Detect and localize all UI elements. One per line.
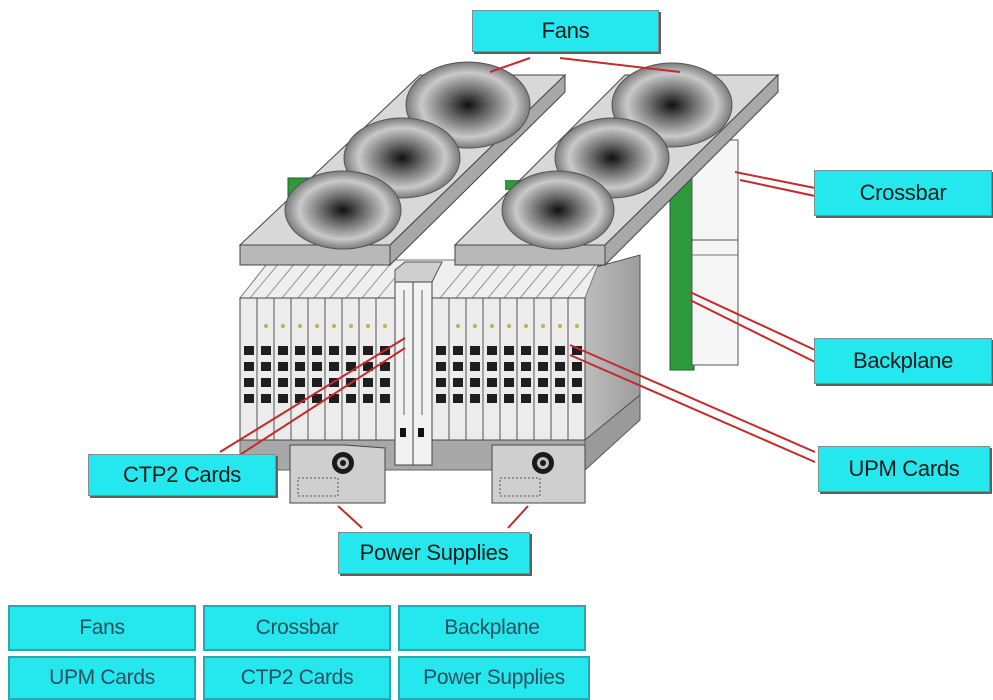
upm-cards-right-bank [431, 297, 586, 441]
callout-backplane[interactable]: Backplane [814, 338, 992, 384]
callout-power-supplies[interactable]: Power Supplies [338, 532, 530, 574]
callout-upm-cards[interactable]: UPM Cards [818, 446, 990, 492]
tile-ctp2-cards[interactable]: CTP2 Cards [203, 656, 391, 700]
crossbar-modules [691, 139, 739, 366]
tile-fans[interactable]: Fans [8, 605, 196, 651]
fan-tray-left [238, 61, 567, 267]
ctp2-cards [394, 261, 443, 466]
fan-tray-right [453, 62, 780, 267]
tile-backplane[interactable]: Backplane [398, 605, 586, 651]
tile-upm-cards[interactable]: UPM Cards [8, 656, 196, 700]
callout-crossbar[interactable]: Crossbar [814, 170, 992, 216]
tile-crossbar[interactable]: Crossbar [203, 605, 391, 651]
tile-power-supplies[interactable]: Power Supplies [398, 656, 590, 700]
callout-fans[interactable]: Fans [472, 10, 659, 52]
leader-lines [219, 57, 816, 529]
upm-cards-left-bank [239, 297, 396, 441]
power-supply-right [491, 444, 586, 504]
callout-ctp2-cards[interactable]: CTP2 Cards [88, 454, 276, 496]
power-supply-left [289, 444, 386, 504]
